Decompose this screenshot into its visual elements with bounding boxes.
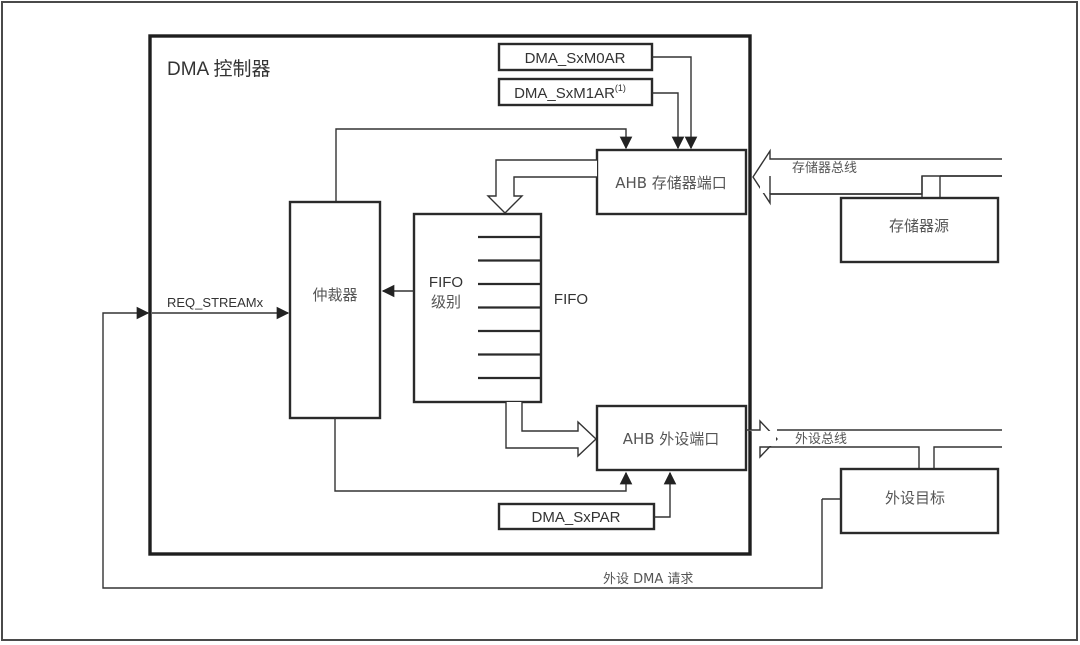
fifo-label: FIFO [554, 291, 588, 308]
peripheral-target-block: 外设目标 [839, 467, 1000, 535]
controller-title: DMA 控制器 [167, 58, 270, 80]
par-wire [654, 471, 677, 518]
ahb-peripheral-port: AHB 外设端口 [595, 404, 748, 472]
par-register: DMA_SxPAR [497, 502, 656, 531]
fifo-level-label-2: 级别 [431, 293, 461, 311]
fifo-slots [478, 235, 541, 380]
req-stream-label: REQ_STREAMx [167, 295, 264, 310]
memory-source-block: 存储器源 [839, 196, 1000, 264]
arbiter-label: 仲裁器 [312, 286, 357, 304]
par-label: DMA_SxPAR [532, 509, 621, 526]
periph-port-label: AHB 外设端口 [623, 430, 720, 448]
mem-port-label: AHB 存储器端口 [615, 174, 727, 192]
periph-dma-request-wire [102, 306, 823, 589]
peripheral-bus-arrow [746, 419, 1002, 469]
m1ar-label: DMA_SxM1AR(1) [514, 83, 626, 102]
arbiter-to-periph-port-wire [334, 418, 633, 492]
arbiter-to-mem-port-wire [335, 128, 633, 202]
m1ar-register: DMA_SxM1AR(1) [497, 77, 654, 107]
m0ar-wire [652, 56, 698, 150]
periph-dma-request-label: 外设 DMA 请求 [603, 572, 693, 587]
m1ar-footnote: (1) [615, 83, 626, 93]
mem-source-label: 存储器源 [889, 217, 949, 235]
memory-bus-label: 存储器总线 [792, 161, 857, 176]
arbiter-block: 仲裁器 [288, 200, 382, 420]
peripheral-bus-label: 外设总线 [795, 432, 847, 447]
ahb-memory-port: AHB 存储器端口 [595, 148, 748, 216]
m1ar-text: DMA_SxM1AR [514, 85, 615, 102]
fifo-block: FIFO 级别 [412, 212, 543, 404]
fifo-level-label-1: FIFO [429, 274, 463, 291]
m0ar-register: DMA_SxM0AR [497, 42, 654, 72]
m1ar-wire [652, 92, 685, 150]
periph-target-label: 外设目标 [885, 489, 945, 507]
m0ar-label: DMA_SxM0AR [525, 50, 626, 67]
